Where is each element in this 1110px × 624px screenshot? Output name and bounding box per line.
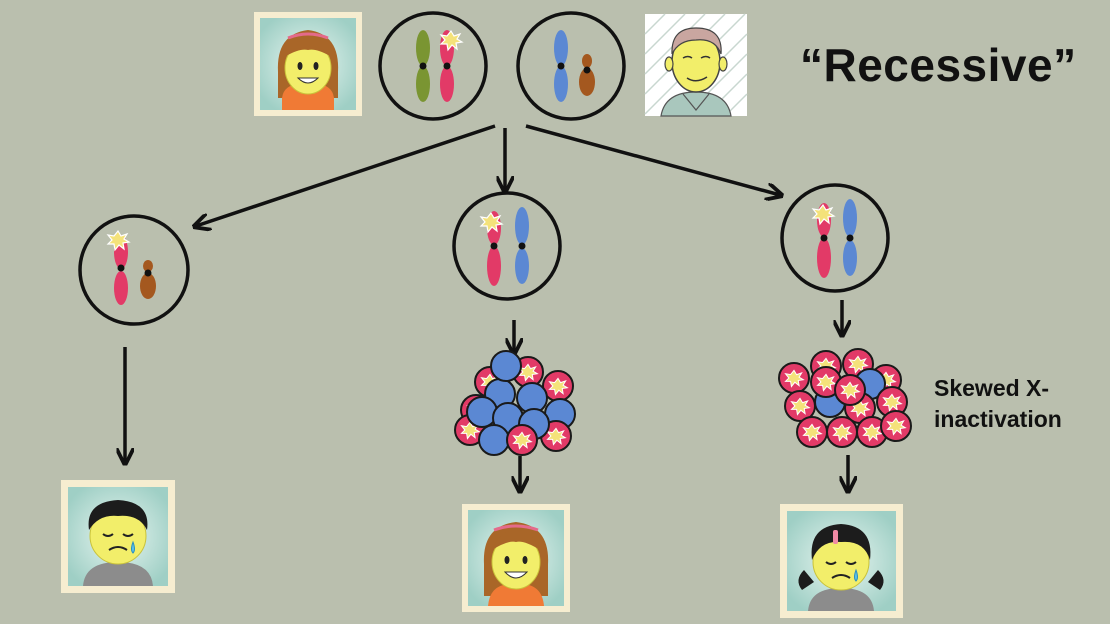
arrow-to-daughter-2: [525, 124, 780, 195]
active-mutant-x-cell: [796, 416, 828, 448]
active-normal-x-cell: [490, 350, 522, 382]
active-mutant-x-cell: [834, 374, 866, 406]
slide-title: “Recessive”: [800, 39, 1077, 91]
father-cell: [516, 11, 626, 121]
down-arrows: [125, 300, 848, 490]
son-cell: [78, 214, 190, 326]
crying-girl-portrait: [780, 504, 903, 618]
daughter-2-cell: [780, 183, 890, 293]
skewed-x-inactivation-label: Skewed X- inactivation: [934, 373, 1104, 435]
crying-boy-portrait: [61, 480, 175, 593]
father-portrait: [644, 13, 748, 117]
active-normal-x-cell: [466, 396, 498, 428]
skewed-x-inactivation-cluster: [778, 348, 912, 448]
mother-portrait: [254, 12, 362, 116]
active-mutant-x-cell: [880, 410, 912, 442]
happy-girl-portrait: [462, 504, 570, 612]
active-mutant-x-cell: [826, 416, 858, 448]
balanced-x-inactivation-cluster: [454, 350, 576, 456]
arrow-to-son: [196, 124, 496, 226]
active-mutant-x-cell: [506, 424, 538, 456]
annotation-line-1: Skewed X-: [934, 375, 1050, 401]
active-mutant-x-cell: [778, 362, 810, 394]
active-normal-x-cell: [478, 424, 510, 456]
branch-arrows: [196, 124, 780, 226]
annotation-line-2: inactivation: [934, 406, 1062, 432]
mother-cell: [378, 11, 488, 121]
daughter-1-cell: [452, 191, 562, 301]
